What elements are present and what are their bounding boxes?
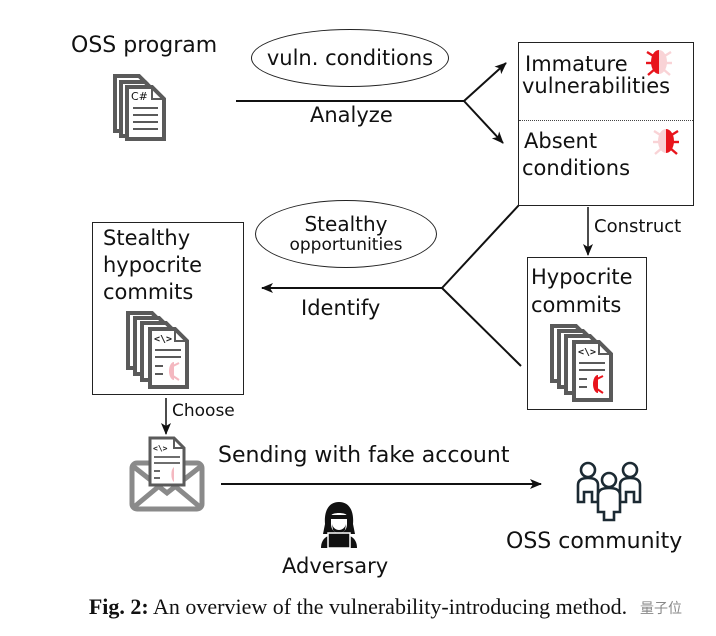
code-badge: <\> — [578, 347, 596, 358]
analyze-arrow-up — [463, 62, 507, 102]
stealthy-opportunities-ellipse: Stealthy opportunities — [255, 200, 437, 268]
results-divider — [519, 120, 693, 121]
stealthy-patch-files-icon: <\> — [126, 311, 189, 389]
bug-icon-immature — [646, 50, 672, 76]
analyze-arrow-down — [463, 100, 504, 144]
watermark: 量子位 — [640, 601, 682, 617]
stealthy-commits-line1: Stealthy — [103, 226, 191, 250]
absent-line2: conditions — [522, 156, 631, 180]
hacker-icon — [321, 502, 357, 548]
choose-label: Choose — [172, 401, 235, 421]
bug-icon-absent — [653, 129, 679, 155]
source-files-icon: C# — [113, 74, 166, 141]
identify-branch-top — [441, 204, 520, 289]
stealthy-commits-line3: commits — [103, 280, 194, 304]
code-badge: <\> — [154, 334, 172, 345]
caption-prefix: Fig. 2: — [88, 594, 149, 619]
vuln-conditions-label: vuln. conditions — [266, 45, 434, 70]
immature-line2: vulnerabilities — [522, 74, 671, 98]
construct-label: Construct — [594, 216, 682, 237]
oss-community-label: OSS community — [506, 529, 683, 554]
absent-line1: Absent — [524, 129, 598, 153]
envelope-patch-icon: <\> — [129, 436, 205, 512]
svg-text:<\>: <\> — [153, 444, 168, 453]
identify-branch-bottom — [441, 287, 522, 367]
caption-text: An overview of the vulnerability-introdu… — [153, 594, 628, 619]
immature-line1: Immature — [525, 52, 628, 76]
analyze-label: Analyze — [310, 103, 393, 127]
stealthy-commits-line2: hypocrite — [103, 253, 203, 277]
oss-program-label: OSS program — [71, 33, 218, 58]
adversary-label: Adversary — [282, 554, 389, 578]
community-icon — [576, 461, 642, 522]
csharp-badge: C# — [131, 90, 148, 103]
stealthy-opp-line2: opportunities — [289, 235, 403, 255]
hypocrite-line1: Hypocrite — [531, 265, 633, 289]
figure-caption: Fig. 2: An overview of the vulnerability… — [0, 594, 716, 620]
hypocrite-patch-files-icon: <\> — [550, 324, 613, 402]
sending-label: Sending with fake account — [218, 443, 510, 468]
stealthy-opp-line1: Stealthy — [304, 212, 388, 236]
hypocrite-line2: commits — [531, 293, 622, 317]
vuln-conditions-ellipse: vuln. conditions — [251, 29, 449, 87]
identify-label: Identify — [301, 296, 381, 320]
